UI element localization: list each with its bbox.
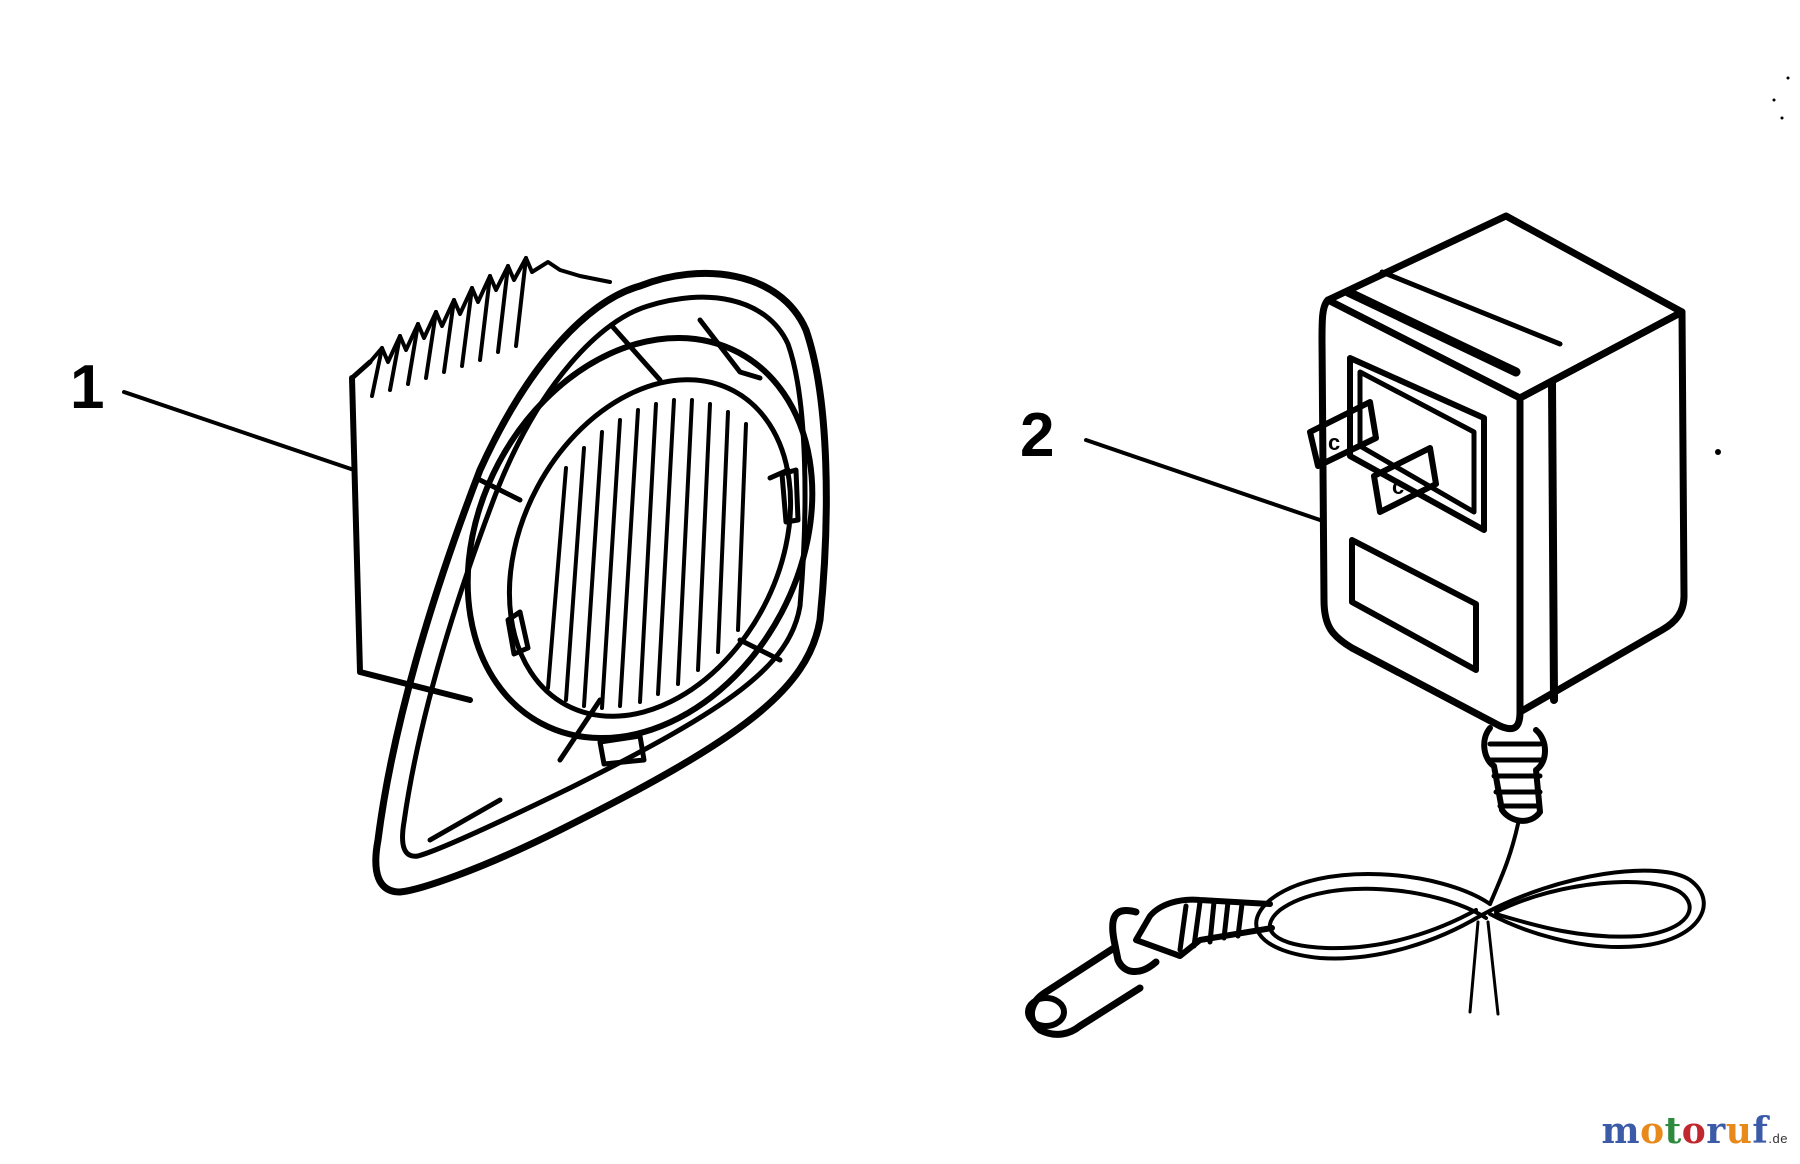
charger-icon: c c <box>1025 212 1706 1038</box>
watermark-letter: m <box>1601 1110 1641 1152</box>
watermark-logo: motoruf.de <box>1602 1110 1789 1152</box>
watermark-letter: f <box>1752 1110 1769 1152</box>
watermark-letter: o <box>1640 1110 1665 1152</box>
watermark-letter: t <box>1664 1110 1682 1152</box>
watermark-letter: o <box>1681 1110 1707 1152</box>
watermark-letter: r <box>1706 1110 1726 1152</box>
callout-number-2: 2 <box>1020 401 1054 470</box>
scan-specks <box>1715 76 1790 455</box>
callout-leader-2 <box>1084 438 1322 522</box>
watermark-text: motoruf <box>1602 1110 1769 1152</box>
callout-number-1: 1 <box>70 353 104 422</box>
svg-text:c: c <box>1392 474 1404 499</box>
filter-icon <box>349 256 830 896</box>
watermark-letter: u <box>1725 1110 1753 1152</box>
callout-leader-1 <box>122 390 356 472</box>
svg-text:c: c <box>1328 430 1340 455</box>
watermark-suffix: .de <box>1768 1131 1788 1146</box>
